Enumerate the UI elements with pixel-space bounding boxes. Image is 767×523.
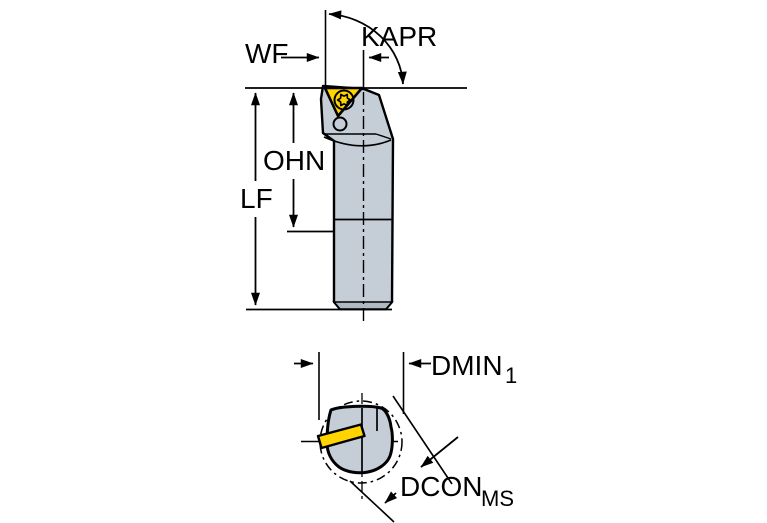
label-lf: LF (240, 183, 273, 214)
label-ohn: OHN (263, 145, 325, 176)
label-dmin-subscript: 1 (505, 363, 517, 388)
label-wf: WF (245, 38, 289, 69)
end-view: DMIN 1 DCON MS (294, 350, 517, 523)
head-pocket-line (375, 133, 392, 140)
holder-body (319, 84, 395, 311)
label-dmin: DMIN (431, 350, 503, 381)
label-dcon-subscript: MS (481, 486, 514, 511)
dcon-arrow-upper (420, 436, 459, 468)
clamp-pin (332, 116, 348, 132)
label-dcon: DCON (400, 471, 482, 502)
shank-chamfer-strip (332, 301, 394, 310)
kapr-angle-arc (328, 10, 407, 85)
side-view: WF KAPR OHN LF (240, 10, 467, 321)
dcon-arrow-lower (384, 491, 398, 504)
dcon-extension-line-upper (392, 395, 453, 485)
head-seat-arc (323, 136, 392, 147)
dcon-extension-line-lower (349, 480, 395, 523)
torx-screw-icon (333, 89, 355, 111)
insert-edge-bar (316, 423, 366, 450)
label-kapr: KAPR (361, 21, 437, 52)
shank-section-circle-dashed (319, 400, 403, 484)
